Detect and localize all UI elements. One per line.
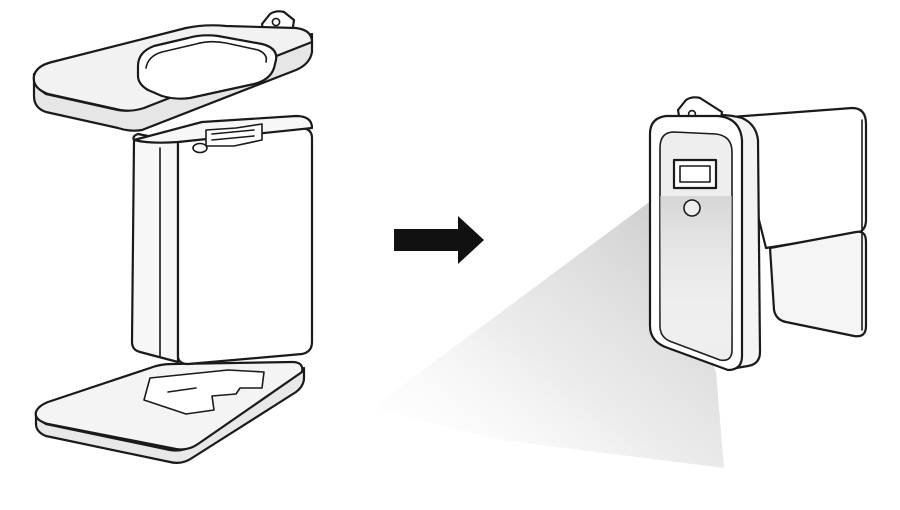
assembled-view bbox=[372, 96, 868, 468]
device-body bbox=[130, 114, 314, 366]
exploded-view bbox=[32, 10, 314, 464]
arrow-right-icon bbox=[394, 216, 484, 264]
usb-port-icon bbox=[672, 158, 718, 190]
base-plate bbox=[34, 360, 306, 464]
top-cover bbox=[32, 10, 314, 132]
power-button-icon bbox=[683, 199, 701, 217]
light-beam bbox=[372, 200, 724, 468]
